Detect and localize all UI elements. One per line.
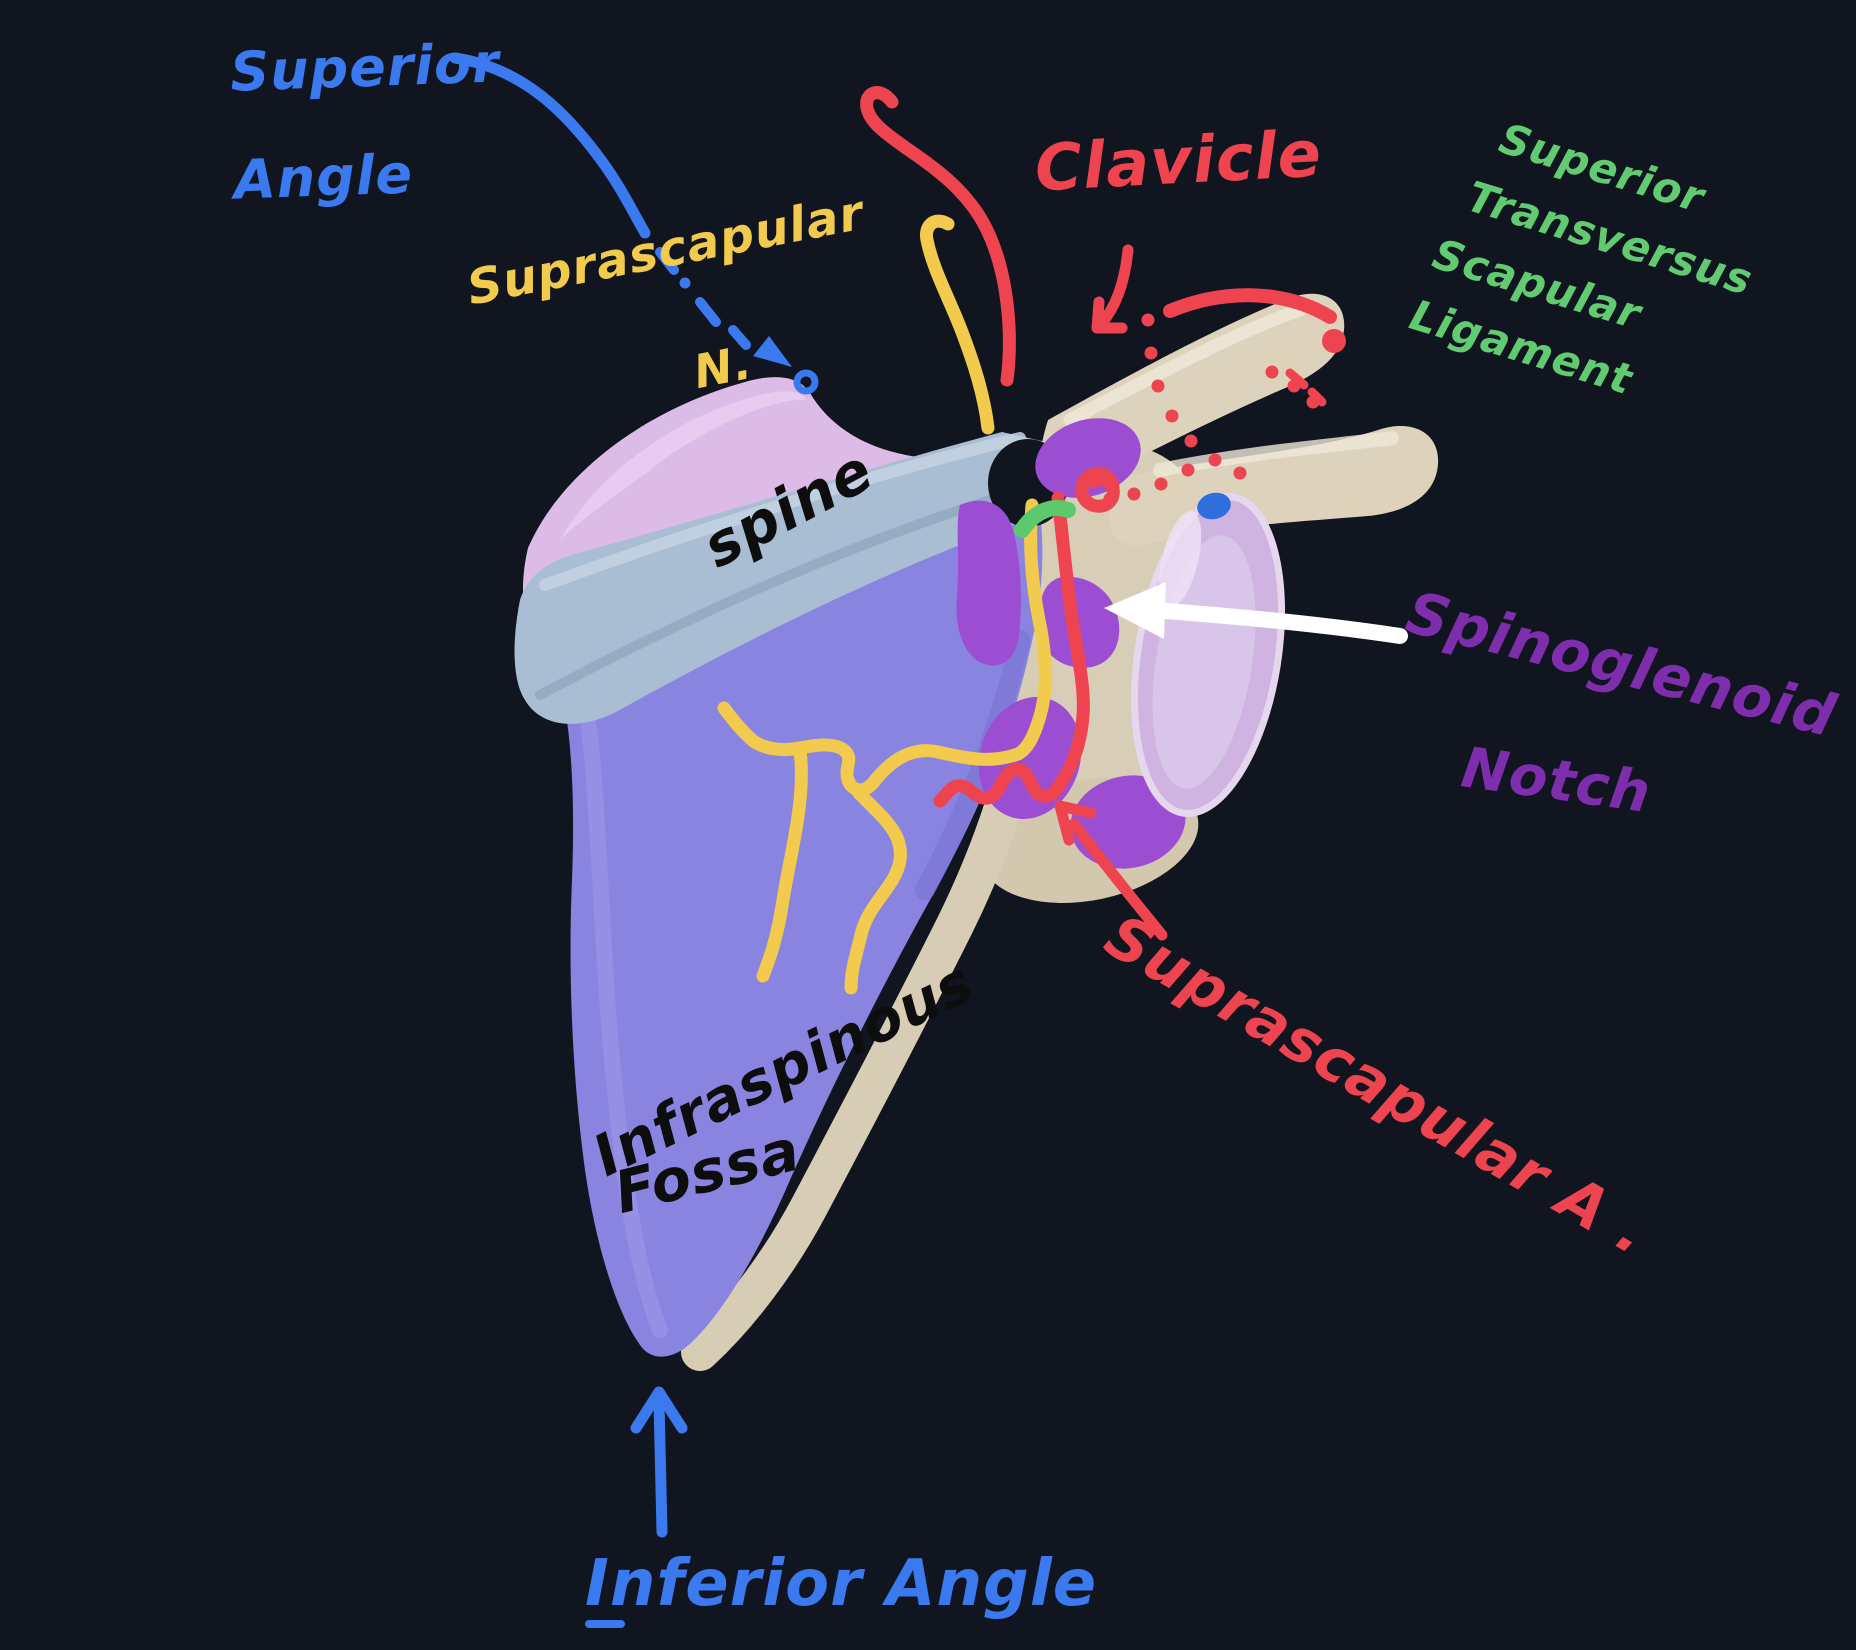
clavicle-red-outline <box>1163 288 1346 407</box>
superior-angle-lead <box>449 52 819 395</box>
suprascapular-nerve <box>717 498 1052 995</box>
inferior-angle-label: Inferior Angle <box>585 1547 1098 1621</box>
clavicle-arrow <box>1091 244 1134 334</box>
superior-angle-line2: Angle <box>232 142 414 212</box>
spinoglenoid-pointer-arrow <box>1104 582 1408 644</box>
inferior-angle-underline <box>585 1620 625 1628</box>
clavicle-dotted-outline <box>1103 313 1320 506</box>
glenoid-cavity <box>1130 492 1286 817</box>
ligament-mark <box>1014 500 1076 538</box>
superior-angle-label: Superior Angle <box>228 9 505 234</box>
inferior-angle-arrow <box>630 1386 688 1538</box>
suprascapular-artery <box>933 467 1120 808</box>
superior-angle-line1: Superior <box>229 31 501 104</box>
suprascapular-artery-lead-line <box>860 86 1016 387</box>
nerve-dot <box>1197 492 1231 520</box>
clavicle-label: Clavicle <box>1033 117 1324 207</box>
superior-angle-dot <box>793 369 819 395</box>
suprascapular-artery-arrow <box>1054 800 1168 941</box>
suprascapular-nerve-abbr: N. <box>689 334 757 400</box>
suprascapular-nerve-lead-line <box>920 214 995 435</box>
superior-angle-arrowhead <box>753 336 792 367</box>
